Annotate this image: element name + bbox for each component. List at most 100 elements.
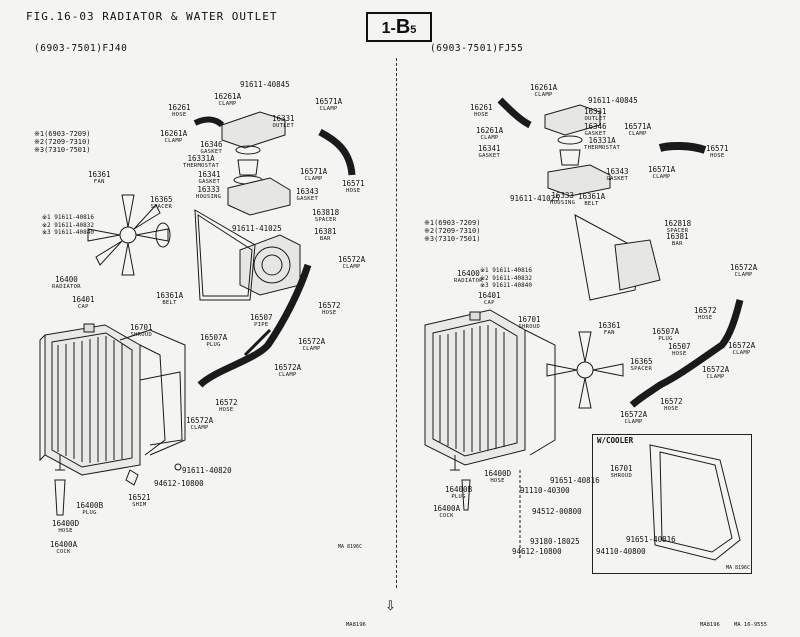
right-label-94110-40800: 94110-40800 (596, 547, 646, 556)
cooler-inset-box (592, 434, 752, 574)
left-shim-drawing (125, 469, 139, 486)
right-model-code: (6903-7501)FJ55 (430, 43, 524, 54)
down-arrow-icon: ⇩ (385, 598, 396, 613)
right-fan-drawing (546, 331, 624, 409)
left-cock-drawing (55, 455, 65, 471)
right-label-91611-40845: 91611-40845 (588, 96, 638, 105)
right-upper-hose-drawing (497, 97, 532, 129)
right-serial-legend: ※1(6903-7209) ※2(7209-7310) ※3(7310-7501… (424, 219, 481, 243)
left-label-91611-40820: 91611-40820 (182, 466, 232, 475)
right-label-94612-10800: 94612-10800 (512, 547, 562, 556)
left-shroud-drawing (119, 329, 186, 456)
figure-title: FIG.16-03 RADIATOR & WATER OUTLET (26, 10, 278, 23)
left-hose-16571-drawing (318, 128, 356, 176)
right-belt-drawing (574, 214, 641, 301)
right-ref-code: MA 8196C (726, 565, 751, 571)
left-plug-drawing (54, 479, 66, 516)
left-fan-drawing (87, 194, 169, 276)
right-plug-drawing (461, 479, 471, 511)
left-upper-hose-drawing (193, 116, 225, 128)
cooler-inset-title: W/COOLER (597, 436, 634, 445)
page-number-prefix: 1- (381, 20, 396, 37)
right-cock-drawing (450, 455, 460, 471)
left-pump-drawing (194, 209, 301, 301)
left-bolt-drawing (174, 463, 182, 471)
left-lower-hose-drawing (197, 263, 312, 388)
right-label-91651-40816-cooler: 91651-40816 (626, 535, 676, 544)
footer-right-code: MA8196 (700, 622, 720, 628)
right-label-93180-18025: 93180-18025 (530, 537, 580, 546)
right-pump-drawing (614, 239, 661, 291)
right-label-91651-40816-top: 91651-40816 (550, 476, 600, 485)
right-label-91611-41025: 91611-41025 (510, 194, 560, 203)
right-hose-16571-drawing (658, 141, 707, 154)
page-number-sub: 5 (410, 24, 417, 36)
center-divider (396, 58, 397, 588)
footer-page-code: MA 16-9555 (734, 622, 768, 628)
left-radiator-drawing (39, 323, 183, 476)
cooler-shroud-drawing (649, 444, 741, 561)
left-pipe-drawing (243, 328, 272, 357)
left-thermostat-drawing (221, 111, 291, 216)
right-fan-bolt-list: ※1 91611-40816 ※2 91611-40832 ※3 91611-4… (480, 267, 532, 289)
left-ref-code: MA 8196C (338, 544, 363, 550)
left-serial-legend: ※1(6903-7209) ※2(7209-7310) ※3(7310-7501… (34, 130, 91, 154)
left-fan-spacer-drawing (155, 222, 171, 248)
left-fan-bolt-list: ※1 91611-40816 ※2 91611-40832 ※3 91611-4… (42, 214, 94, 236)
left-label-91611-40845: 91611-40845 (240, 80, 290, 89)
